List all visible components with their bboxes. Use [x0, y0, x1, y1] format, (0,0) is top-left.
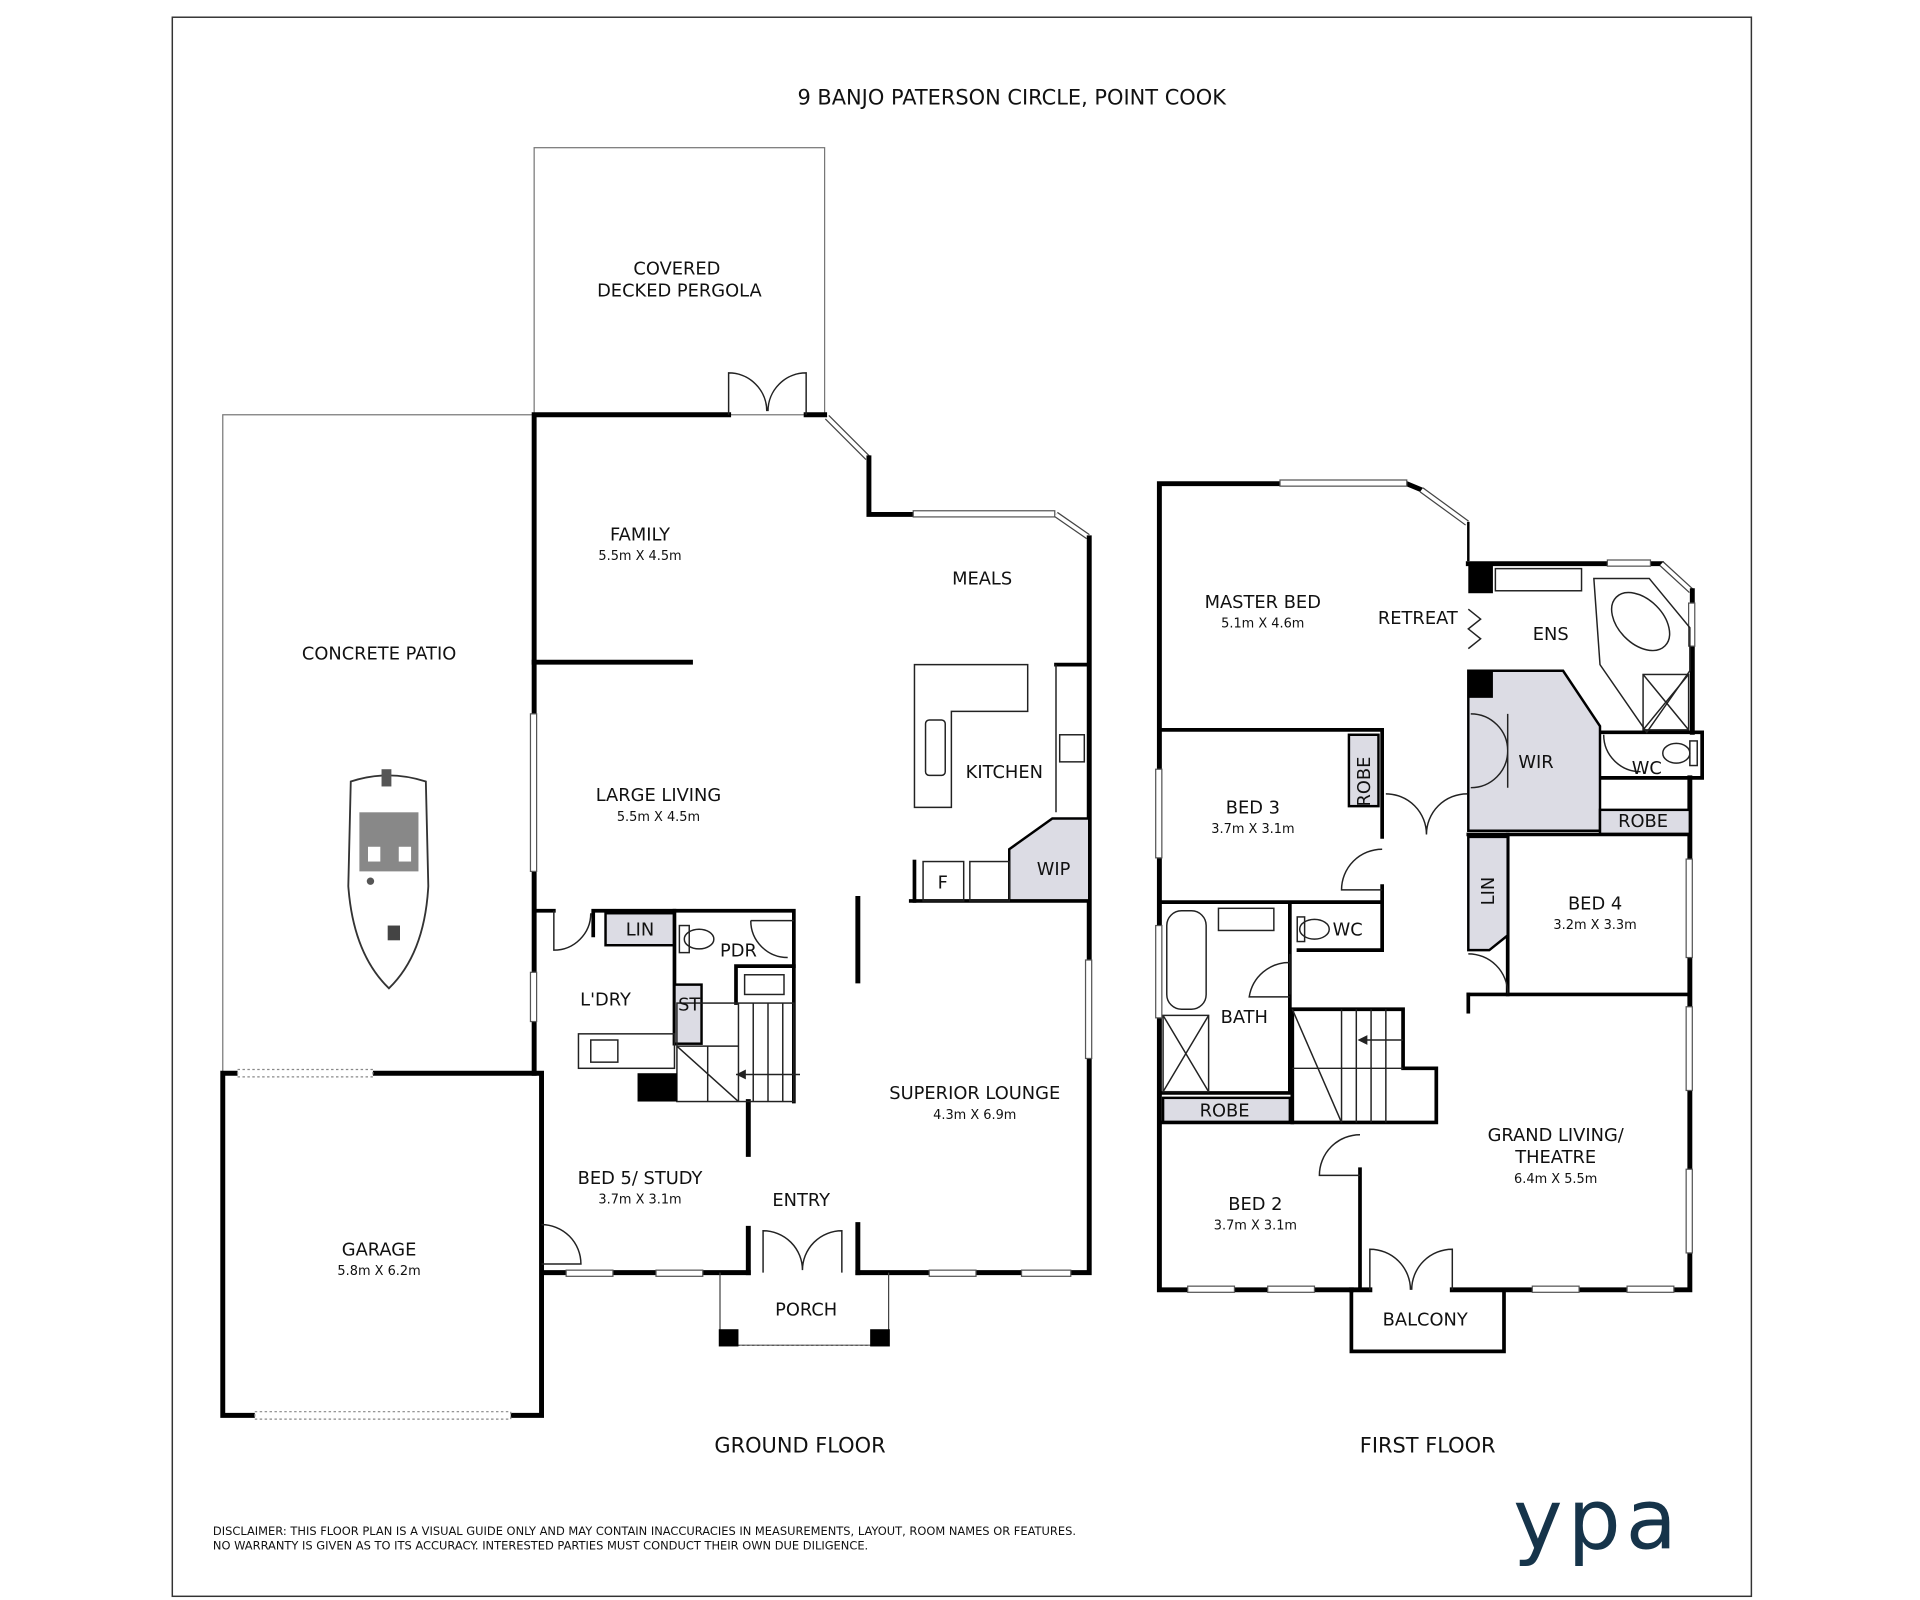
room-label: WC — [1333, 919, 1363, 940]
ground-floor: COVERED DECKED PERGOLA FAMILY 5.5m X 4.5… — [220, 147, 1093, 1457]
room-label: CONCRETE PATIO — [302, 644, 456, 665]
window — [912, 510, 1056, 518]
room-label: GRAND LIVING/ — [1488, 1125, 1624, 1146]
room-dims: 3.7m X 3.1m — [1214, 1219, 1297, 1234]
first-floor: MASTER BED 5.1m X 4.6m RETREAT ENS WIR W… — [1155, 479, 1704, 1457]
room-dims: 5.1m X 4.6m — [1221, 617, 1304, 632]
room-label: ENS — [1533, 624, 1569, 645]
room-label: BED 5/ STUDY — [578, 1168, 703, 1189]
room-label: ROBE — [1354, 757, 1375, 807]
room-label: WIR — [1518, 752, 1553, 773]
staircase — [676, 1002, 795, 1103]
room-dims: 3.2m X 3.3m — [1553, 918, 1636, 933]
room-dims: 4.3m X 6.9m — [933, 1108, 1016, 1123]
room-dims: 3.7m X 3.1m — [598, 1193, 681, 1208]
room-label: MEALS — [952, 569, 1012, 590]
room-dims: 6.4m X 5.5m — [1514, 1172, 1597, 1187]
room-label: F — [938, 873, 948, 894]
room-label: BED 4 — [1568, 894, 1622, 915]
room-label: L'DRY — [580, 990, 631, 1011]
boat-icon — [347, 769, 430, 990]
room-label: FAMILY — [610, 524, 670, 545]
room-dims: 5.5m X 4.5m — [598, 549, 681, 564]
room-label: COVERED — [633, 258, 720, 279]
room-label: ROBE — [1200, 1100, 1250, 1121]
room-label: LARGE LIVING — [596, 785, 721, 806]
room-label: MASTER BED — [1205, 592, 1321, 613]
balcony-door[interactable] — [1369, 1248, 1454, 1290]
room-label: ROBE — [1618, 811, 1668, 832]
room-label: ST — [678, 994, 700, 1015]
room-label: BED 2 — [1228, 1194, 1282, 1215]
room-label: BED 3 — [1226, 798, 1280, 819]
room-label: PDR — [720, 940, 757, 961]
first-floor-label: FIRST FLOOR — [1360, 1433, 1496, 1457]
room-label: GARAGE — [342, 1239, 417, 1260]
room-label: BALCONY — [1383, 1310, 1468, 1331]
room-label: DECKED PERGOLA — [597, 281, 762, 302]
room-label: KITCHEN — [966, 762, 1043, 783]
entry-door[interactable] — [762, 1230, 843, 1273]
room-label: WIP — [1037, 859, 1071, 880]
room-dims: 3.7m X 3.1m — [1211, 822, 1294, 837]
kitchen-island — [913, 663, 1029, 809]
disclaimer-line-2: NO WARRANTY IS GIVEN AS TO ITS ACCURACY.… — [213, 1539, 868, 1553]
room-label: LIN — [626, 919, 655, 940]
wall — [866, 455, 916, 517]
room-label: SUPERIOR LOUNGE — [889, 1083, 1060, 1104]
room-label: LIN — [1478, 877, 1499, 906]
lin-cupboard — [1467, 835, 1509, 952]
wir — [1467, 669, 1602, 832]
pergola-door[interactable] — [727, 372, 807, 415]
room-label: THEATRE — [1514, 1147, 1596, 1168]
room-label: WC — [1632, 758, 1662, 779]
ypa-logo: ypa — [1513, 1470, 1682, 1568]
room-label: PORCH — [775, 1300, 837, 1321]
plan-title: 9 BANJO PATERSON CIRCLE, POINT COOK — [797, 86, 1227, 110]
room-dims: 5.8m X 6.2m — [337, 1264, 420, 1279]
room-dims: 5.5m X 4.5m — [617, 810, 700, 825]
room-label: BATH — [1221, 1007, 1268, 1028]
ground-floor-label: GROUND FLOOR — [714, 1433, 885, 1457]
garage-wall — [220, 1070, 751, 1418]
room-label: RETREAT — [1378, 608, 1458, 629]
disclaimer-line-1: DISCLAIMER: THIS FLOOR PLAN IS A VISUAL … — [213, 1524, 1076, 1538]
room-label: ENTRY — [772, 1190, 830, 1211]
